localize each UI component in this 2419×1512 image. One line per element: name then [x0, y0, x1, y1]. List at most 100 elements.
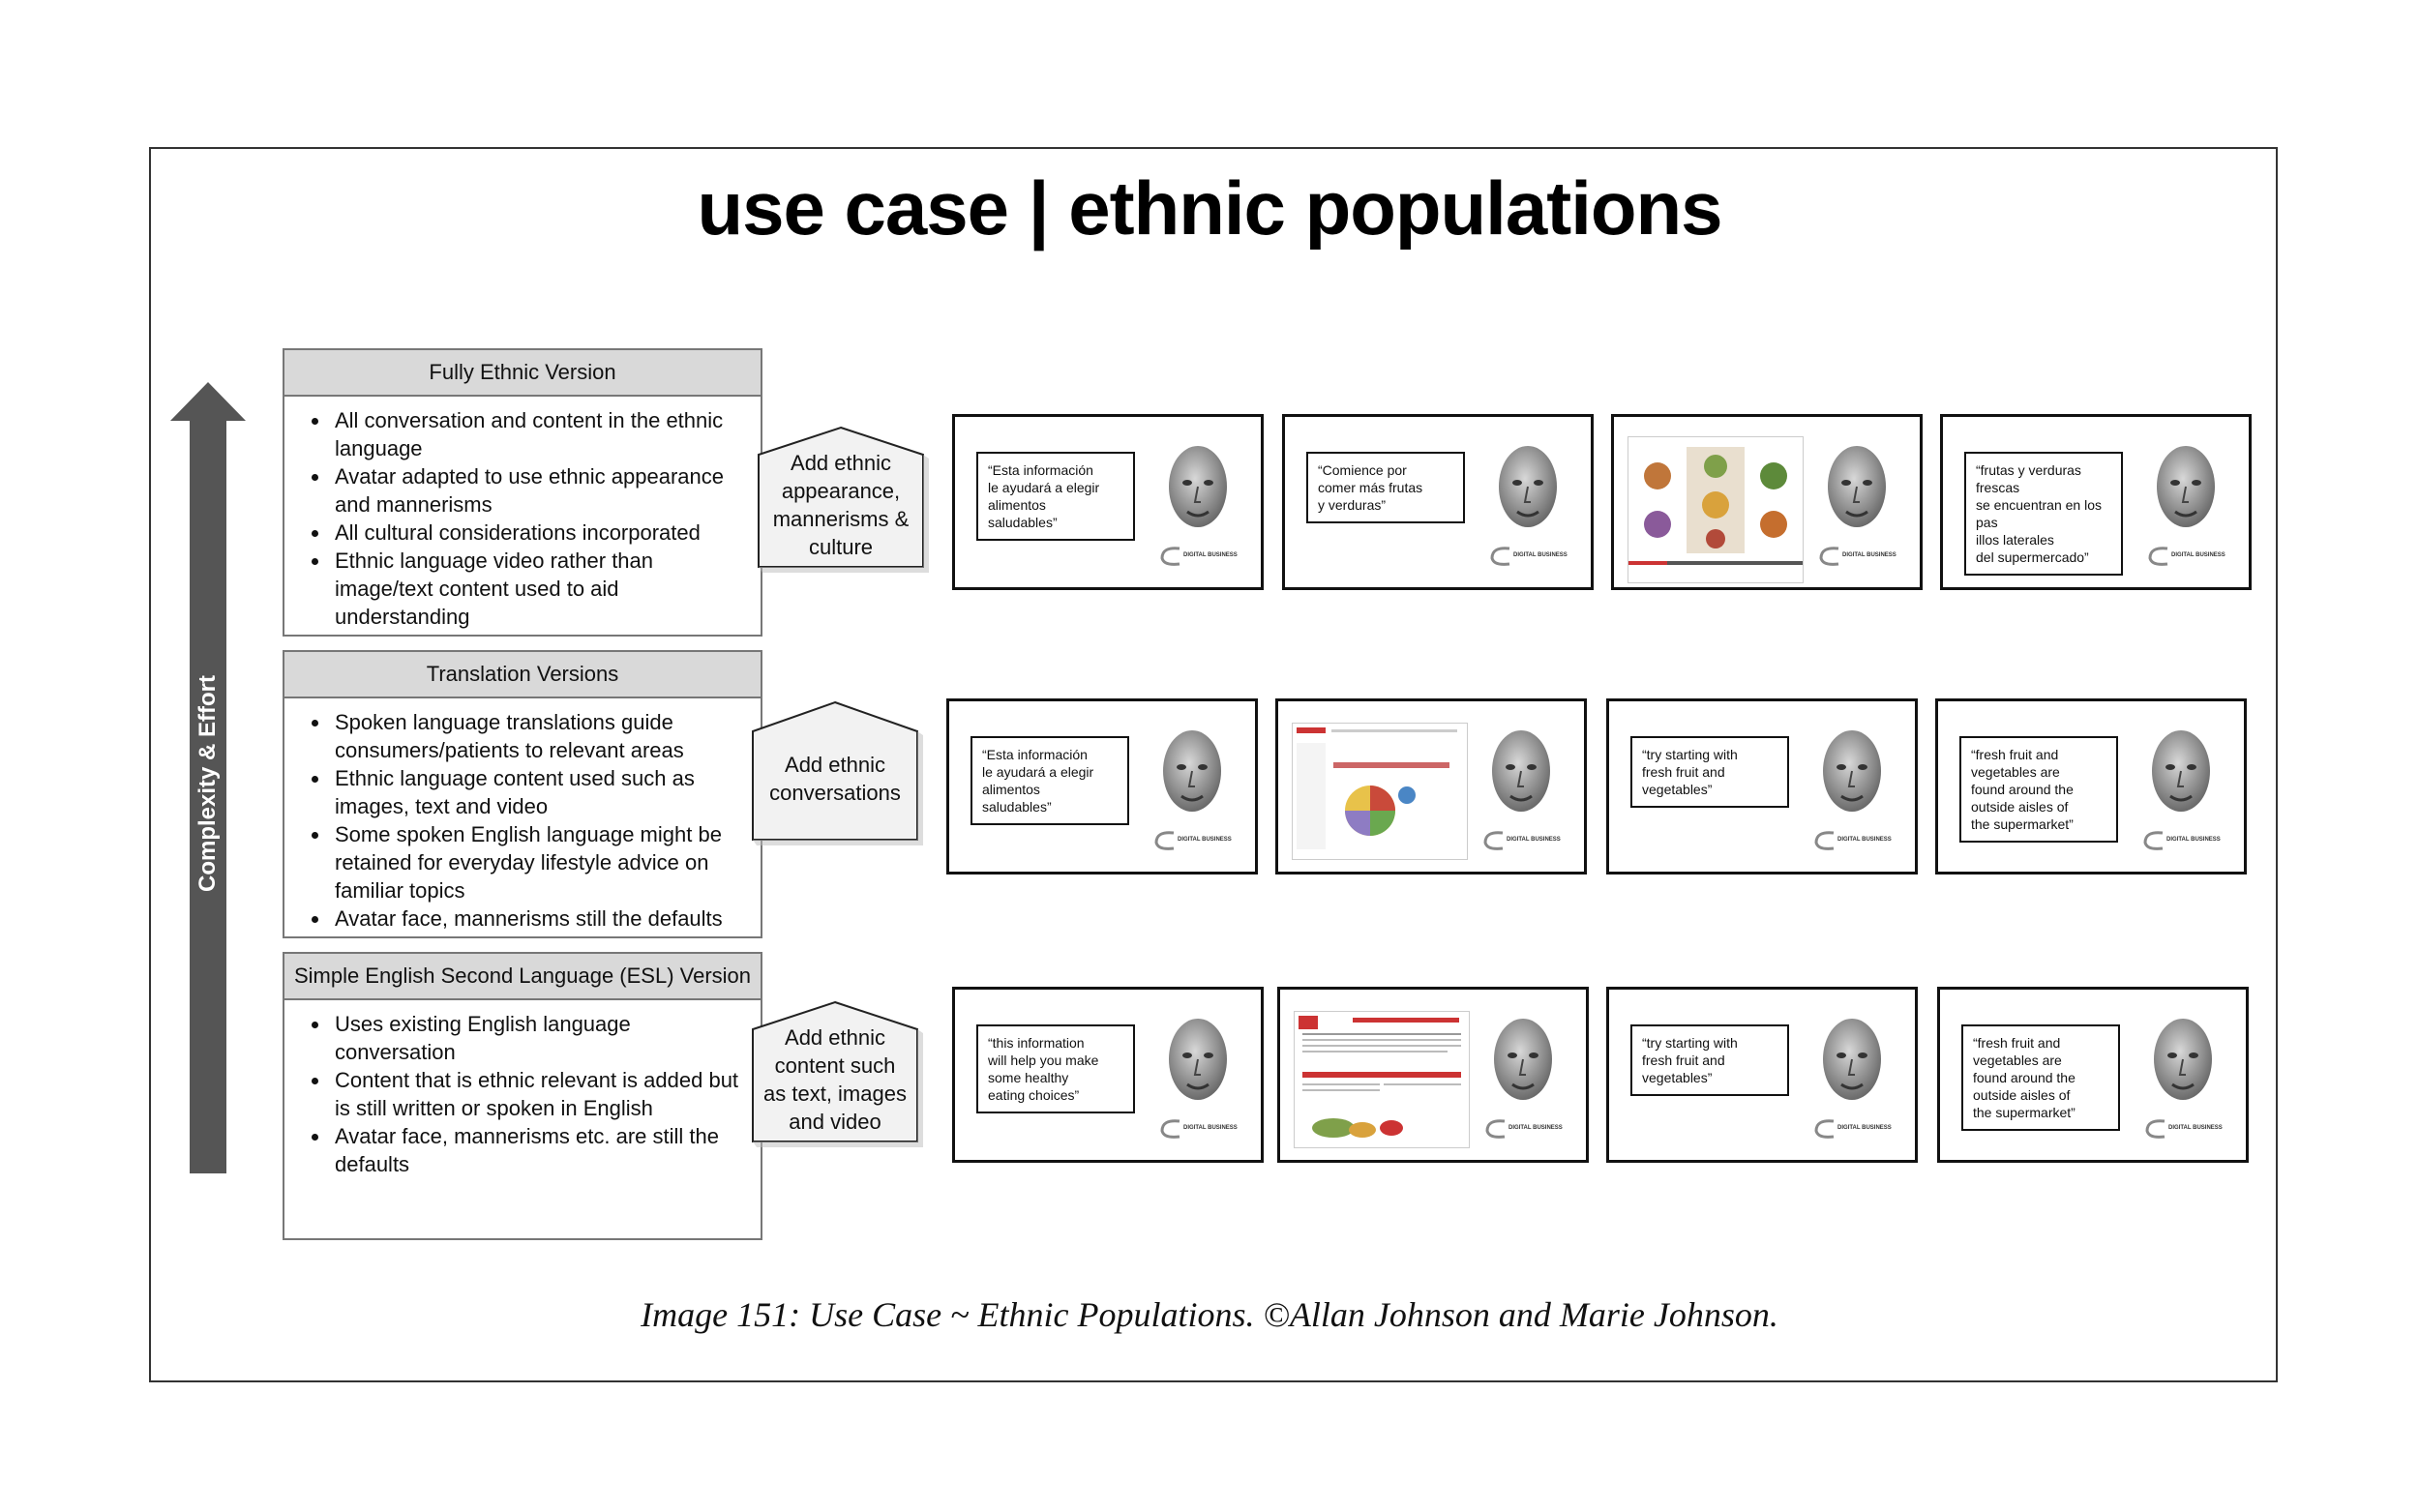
bullet-item: Avatar adapted to use ethnic appearance … [331, 462, 749, 519]
brand-logo: DIGITAL BUSINESS [2146, 545, 2225, 568]
avatar-screen: DIGITAL BUSINESS [1277, 987, 1589, 1163]
bullet-item: Ethnic language content used such as ima… [331, 764, 749, 820]
level-esl: Simple English Second Language (ESL) Ver… [283, 952, 762, 1240]
bubble-line: del supermercado” [1976, 549, 2089, 565]
avatar-face-icon [1823, 730, 1881, 812]
bullet-item: Avatar face, mannerisms etc. are still t… [331, 1122, 749, 1178]
diagram-frame [149, 147, 2278, 1382]
avatar-face-icon [2157, 446, 2215, 527]
brand-swoosh-icon [2148, 547, 2168, 566]
avatar-face-icon [1163, 730, 1221, 812]
brand-text: DIGITAL BUSINESS [1183, 552, 1238, 558]
bubble-line: “fresh fruit and [1973, 1035, 2061, 1051]
brand-text: DIGITAL BUSINESS [1513, 552, 1568, 558]
bubble-line: fresh fruit and [1642, 764, 1725, 780]
bubble-line: the supermarket” [1973, 1105, 2076, 1120]
bullet-item: Ethnic language video rather than image/… [331, 547, 749, 631]
complexity-arrow [170, 382, 246, 1173]
bullet-list: Uses existing English language conversat… [284, 1000, 761, 1178]
pentagon-shape [752, 1000, 923, 1147]
figure-caption: Image 151: Use Case ~ Ethnic Populations… [641, 1295, 1778, 1334]
bullet-item: Uses existing English language conversat… [331, 1010, 749, 1066]
brand-logo: DIGITAL BUSINESS [1158, 1117, 1238, 1141]
brand-swoosh-icon [1490, 547, 1510, 566]
tag-line: Add ethnic [785, 753, 885, 777]
level-heading: Fully Ethnic Version [284, 350, 761, 397]
bubble-line: comer más frutas [1318, 480, 1423, 495]
bubble-line: alimentos [982, 782, 1040, 797]
brand-text: DIGITAL BUSINESS [2168, 1125, 2223, 1131]
bubble-line: “Comience por [1318, 462, 1407, 478]
bubble-line: vegetables” [1642, 782, 1713, 797]
brand-logo: DIGITAL BUSINESS [2141, 829, 2221, 852]
level-fully-ethnic: Fully Ethnic Version All conversation an… [283, 348, 762, 637]
avatar-face-icon [1492, 730, 1550, 812]
tag-line: appearance, [781, 479, 901, 503]
brand-swoosh-icon [1483, 831, 1504, 850]
brand-logo: DIGITAL BUSINESS [1812, 829, 1892, 852]
pentagon-shape [758, 426, 929, 573]
bubble-line: “fresh fruit and [1971, 747, 2059, 762]
avatar-face-icon [1169, 1019, 1227, 1100]
bullet-list: Spoken language translations guide consu… [284, 698, 761, 933]
avatar-face-icon [2152, 730, 2210, 812]
avatar-screen: DIGITAL BUSINESS [1275, 698, 1587, 875]
bubble-line: le ayudará a elegir [988, 480, 1100, 495]
bullet-item: All cultural considerations incorporated [331, 519, 749, 547]
bubble-line: outside aisles of [1973, 1087, 2071, 1103]
bubble-line: outside aisles of [1971, 799, 2069, 815]
bubble-line: illos laterales [1976, 532, 2054, 548]
avatar-face-icon [1169, 446, 1227, 527]
tag-conversations: Add ethnic conversations [749, 700, 923, 845]
bubble-line: will help you make [988, 1052, 1099, 1068]
avatar-screen: DIGITAL BUSINESS [1611, 414, 1923, 590]
avatar-face-icon [1494, 1019, 1552, 1100]
bubble-line: saludables” [988, 515, 1058, 530]
brand-logo: DIGITAL BUSINESS [1481, 829, 1561, 852]
brand-swoosh-icon [1160, 547, 1180, 566]
level-heading: Translation Versions [284, 652, 761, 698]
brand-text: DIGITAL BUSINESS [1837, 837, 1892, 843]
brand-text: DIGITAL BUSINESS [2171, 552, 2225, 558]
brand-swoosh-icon [1814, 831, 1835, 850]
bubble-line: “Esta información [988, 462, 1093, 478]
bubble-line: saludables” [982, 799, 1052, 815]
document-thumbnail [1294, 1011, 1470, 1148]
brand-logo: DIGITAL BUSINESS [1483, 1117, 1563, 1141]
brand-logo: DIGITAL BUSINESS [1488, 545, 1568, 568]
brand-text: DIGITAL BUSINESS [1183, 1125, 1238, 1131]
bubble-line: vegetables” [1642, 1070, 1713, 1085]
avatar-face-icon [1828, 446, 1886, 527]
brand-text: DIGITAL BUSINESS [2166, 837, 2221, 843]
brand-swoosh-icon [2143, 831, 2164, 850]
video-thumbnail [1628, 436, 1804, 583]
bubble-line: some healthy [988, 1070, 1069, 1085]
tag-line: mannerisms & [772, 507, 910, 531]
page-title: use case | ethnic populations [697, 165, 1722, 251]
bubble-line: fresh fruit and [1642, 1052, 1725, 1068]
avatar-face-icon [1823, 1019, 1881, 1100]
brand-text: DIGITAL BUSINESS [1507, 837, 1561, 843]
bullet-item: All conversation and content in the ethn… [331, 406, 749, 462]
brand-logo: DIGITAL BUSINESS [1812, 1117, 1892, 1141]
tag-line: as text, images [763, 1082, 907, 1106]
bubble-line: vegetables are [1973, 1052, 2062, 1068]
tag-line: and video [789, 1110, 881, 1134]
tag-line: Add ethnic [791, 451, 891, 475]
tag-appearance: Add ethnic appearance, mannerisms & cult… [755, 426, 929, 573]
brand-swoosh-icon [1814, 1119, 1835, 1139]
brand-text: DIGITAL BUSINESS [1508, 1125, 1563, 1131]
brand-text: DIGITAL BUSINESS [1842, 552, 1896, 558]
bubble-line: vegetables are [1971, 764, 2060, 780]
